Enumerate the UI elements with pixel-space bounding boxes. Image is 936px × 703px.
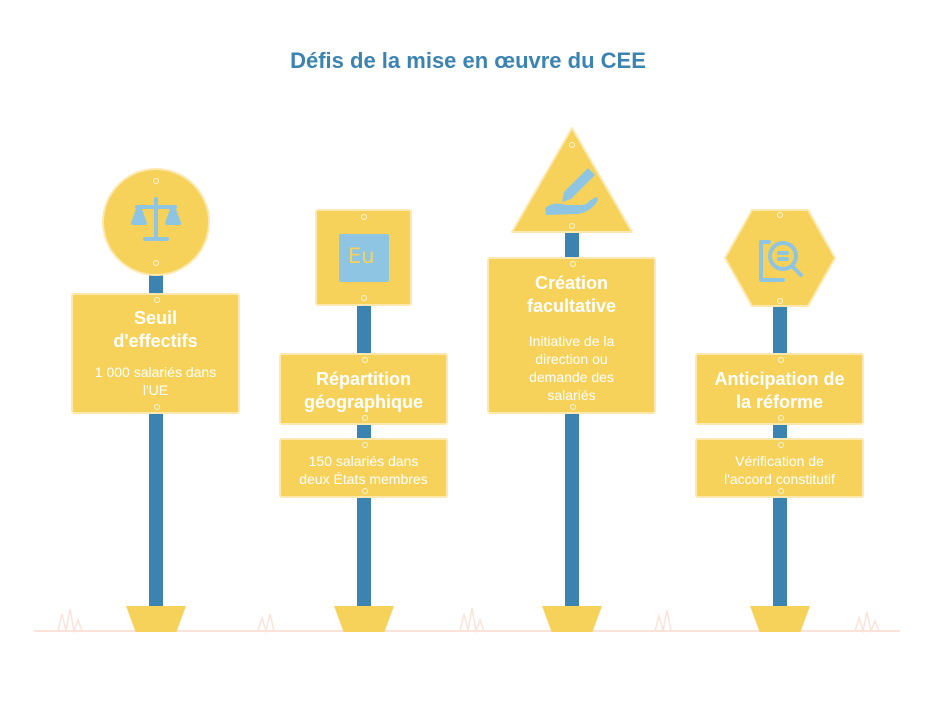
sign-panel-detail: 150 salariés dans deux États membres: [279, 438, 448, 498]
pole-base: [750, 606, 810, 632]
sign-panel: Répartition géographique: [279, 353, 448, 425]
sign-panel: Création facultative Initiative de la di…: [487, 257, 656, 414]
sign-detail: Vérification de l'accord constitutif: [724, 453, 835, 487]
eu-flag-icon: Eu: [339, 234, 389, 282]
sign-detail: 150 salariés dans deux États membres: [299, 453, 428, 487]
triangle-sign: [511, 127, 633, 233]
sign-panel-detail: Vérification de l'accord constitutif: [695, 438, 864, 498]
sign-panel: Anticipation de la réforme: [695, 353, 864, 425]
sign-heading: Anticipation de la réforme: [714, 369, 845, 412]
sign-detail: Initiative de la direction ou demande de…: [528, 333, 615, 403]
sign-panel: Seuil d'effectifs 1 000 salariés dans l'…: [71, 293, 240, 414]
scale-icon: [131, 197, 181, 241]
square-sign: Eu: [315, 209, 412, 306]
sign-heading: Seuil d'effectifs: [113, 308, 198, 351]
sign-heading: Répartition géographique: [303, 369, 423, 412]
sign-detail: 1 000 salariés dans l'UE: [94, 364, 217, 398]
page-title: Défis de la mise en œuvre du CEE: [290, 48, 646, 73]
round-sign: [102, 168, 210, 276]
search-document-icon: [759, 240, 803, 282]
pole-base: [126, 606, 186, 632]
hand-pen-icon: [545, 168, 598, 215]
pole-base: [334, 606, 394, 632]
hexagon-sign: [724, 209, 836, 307]
sign-heading: Création facultative: [526, 273, 617, 316]
pole-base: [542, 606, 602, 632]
